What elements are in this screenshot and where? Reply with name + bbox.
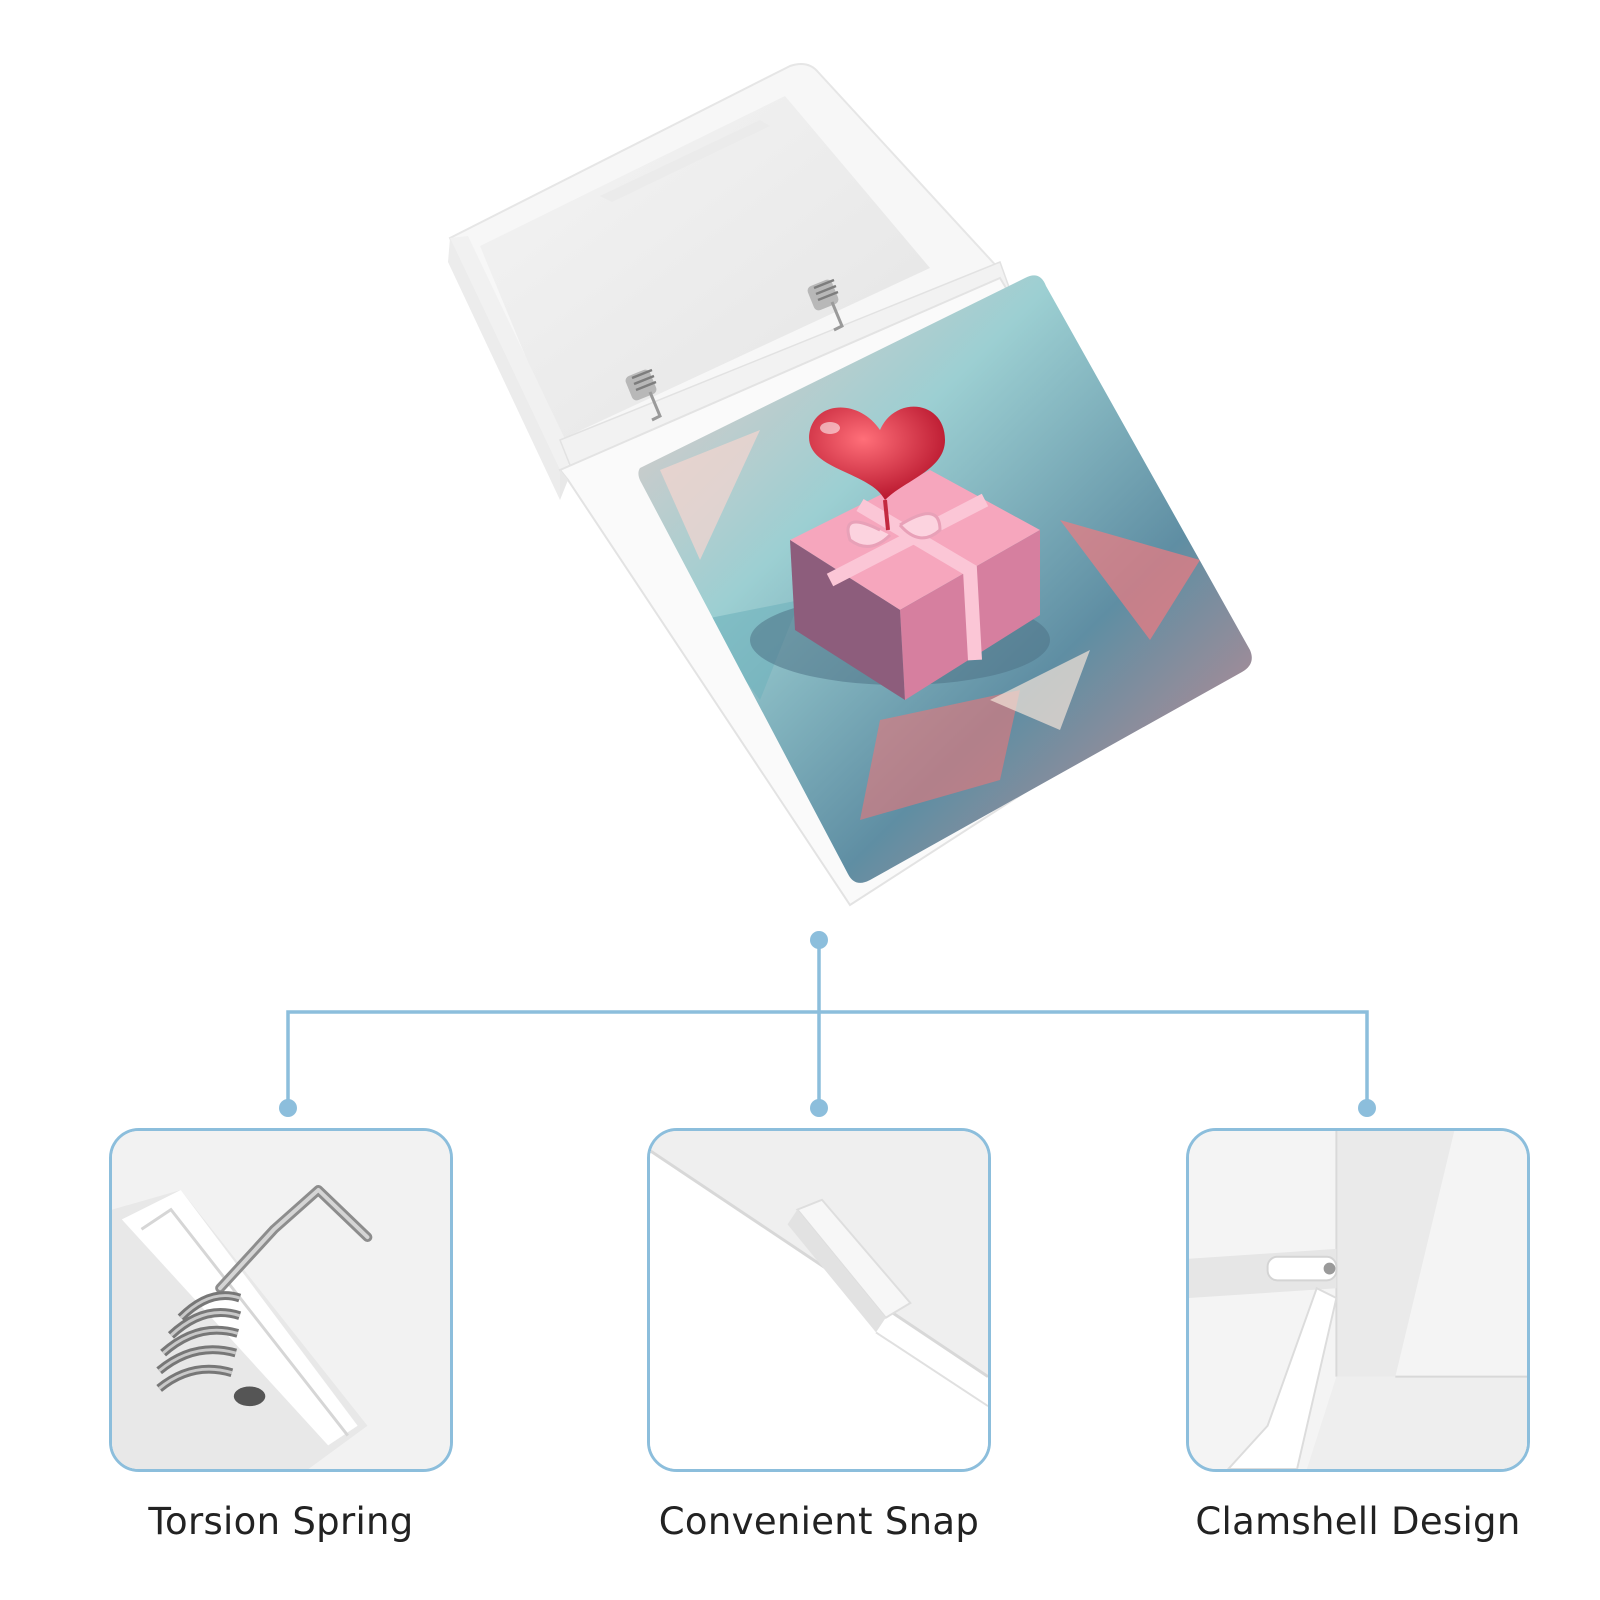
spring-icon: [625, 278, 844, 422]
product-image: [448, 63, 1252, 907]
feature-card-convenient-snap: [647, 1128, 991, 1472]
snap-icon: [650, 1131, 988, 1469]
torsion-spring-icon: [112, 1131, 450, 1469]
feature-label-convenient-snap: Convenient Snap: [658, 1500, 980, 1543]
feature-label-clamshell-design: Clamshell Design: [1195, 1500, 1521, 1543]
feature-card-clamshell-design: [1186, 1128, 1530, 1472]
feature-label-torsion-spring: Torsion Spring: [148, 1500, 414, 1543]
clamshell-hinge-icon: [1189, 1131, 1527, 1469]
feature-card-torsion-spring: [109, 1128, 453, 1472]
